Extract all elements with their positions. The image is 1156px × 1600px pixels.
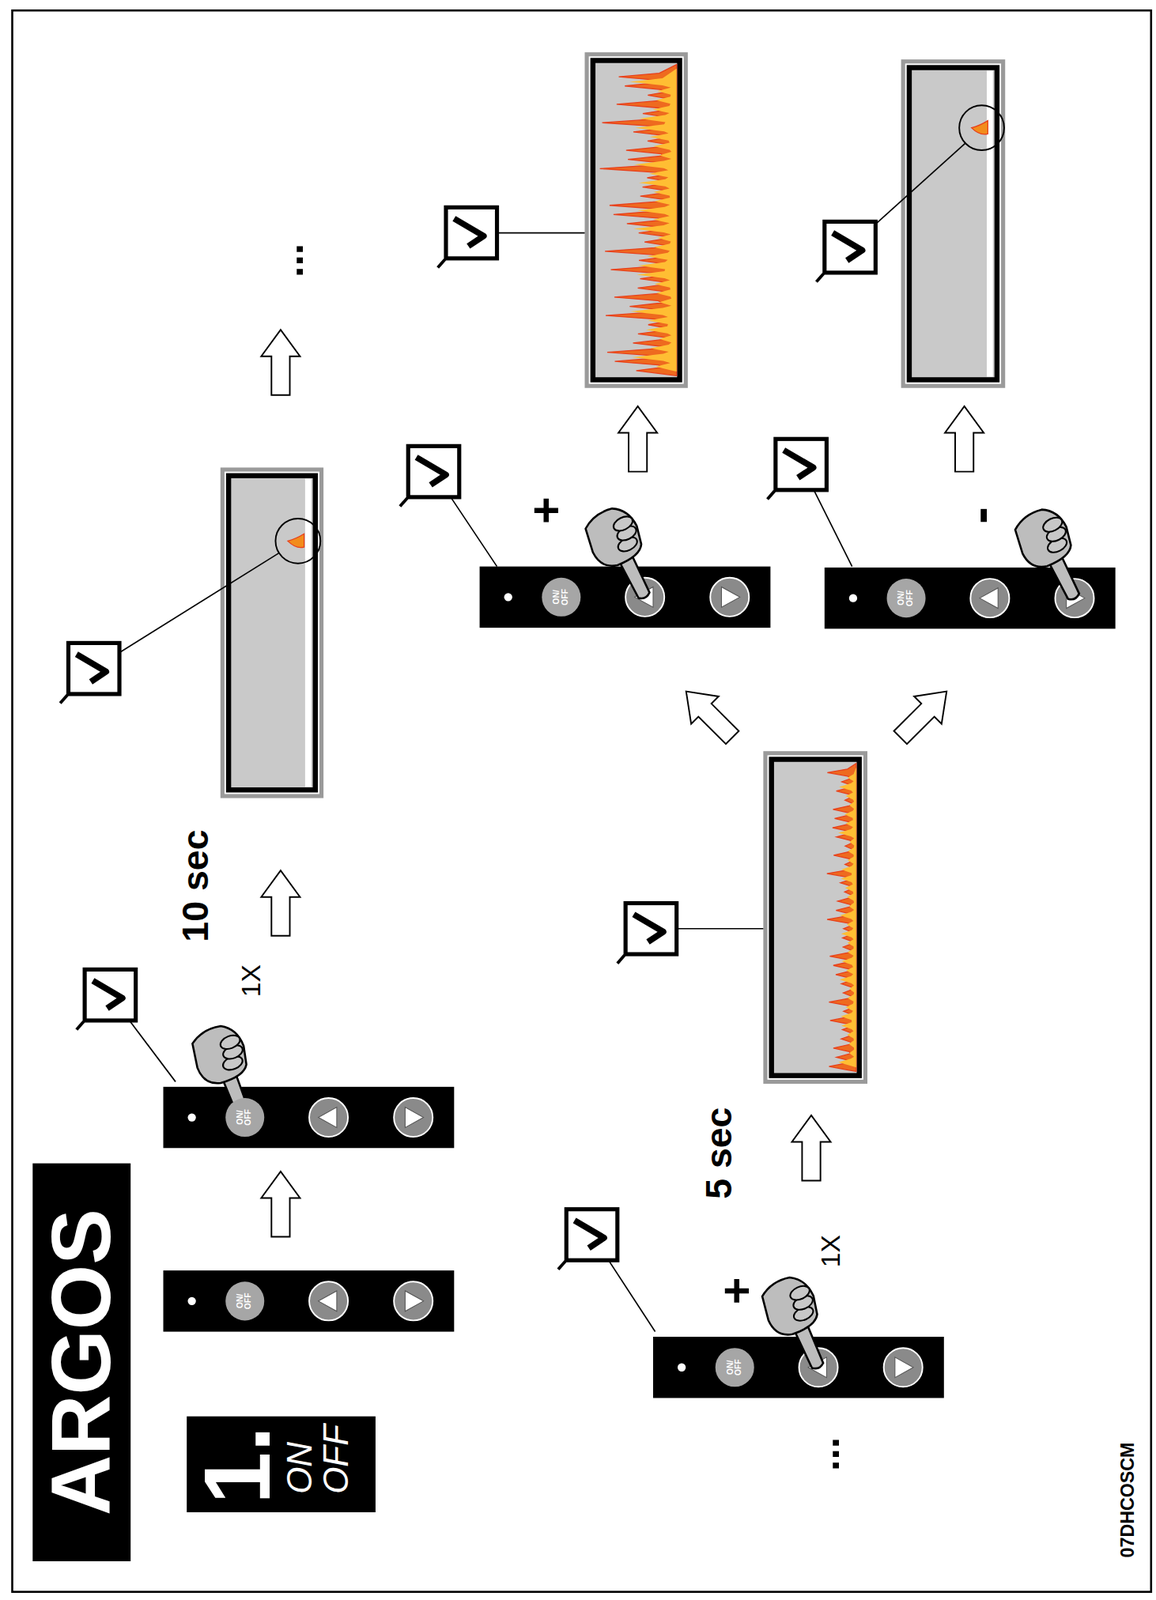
- time-label: 10 sec: [177, 830, 215, 943]
- continuation-dots: ...: [804, 1437, 846, 1472]
- flow-arrow: [260, 329, 300, 396]
- page-border: [11, 10, 1151, 1592]
- flow-arrow: [260, 870, 300, 937]
- check-symbol: [617, 903, 764, 964]
- on-off-button: ON/ OFF: [541, 578, 581, 617]
- fire-display: [586, 54, 686, 386]
- title: ARGOS: [39, 1208, 124, 1516]
- time-label: 5 sec: [701, 1107, 738, 1200]
- node-text: ON/ OFF: [553, 589, 571, 606]
- press-count: 1X: [238, 964, 265, 998]
- node-text: 1.: [192, 1426, 283, 1505]
- node-text: ON/ OFF: [236, 1109, 254, 1126]
- control-panel: [162, 1270, 454, 1332]
- flow-arrow: [260, 1171, 300, 1238]
- control-panel: [479, 566, 771, 628]
- check-symbol: [60, 553, 279, 704]
- flow-arrow: [944, 406, 984, 473]
- node-text: ON/ OFF: [236, 1293, 254, 1311]
- continuation-dots: ...: [268, 243, 310, 278]
- fire-display: [902, 61, 1005, 386]
- check-symbol: [767, 438, 853, 567]
- control-panel: [162, 1087, 454, 1149]
- step-badge: 1.ON OFF: [186, 1416, 376, 1513]
- fire-display: [765, 753, 866, 1083]
- check-symbol: [816, 143, 965, 283]
- flow-arrow: [672, 677, 746, 752]
- plus-sign: +: [713, 1277, 760, 1306]
- on-off-button: ON/ OFF: [715, 1348, 755, 1387]
- fire-display: [222, 469, 322, 797]
- pressing-hand: [1008, 502, 1097, 611]
- node-text: ON/ OFF: [726, 1359, 744, 1376]
- check-symbol: [76, 969, 176, 1082]
- flow-arrow: [618, 406, 658, 473]
- check-symbol: [438, 207, 586, 268]
- control-panel: [653, 1337, 945, 1398]
- on-off-button: ON/ OFF: [225, 1281, 265, 1321]
- minus-sign: -: [954, 506, 1006, 524]
- document-code: 07DHCOSCM: [1118, 1443, 1137, 1559]
- title-band: ARGOS: [32, 1163, 131, 1562]
- check-symbol: [558, 1209, 656, 1333]
- flow-arrow: [792, 1115, 832, 1182]
- on-off-button: ON/ OFF: [887, 578, 926, 618]
- flow-arrow: [886, 677, 960, 752]
- node-subtext: ON OFF: [282, 1424, 356, 1505]
- node-text: ON/ OFF: [898, 589, 915, 607]
- on-off-button: ON/ OFF: [225, 1098, 265, 1138]
- pressing-hand: [755, 1270, 842, 1379]
- plus-sign: +: [522, 496, 570, 525]
- pressing-hand: [578, 501, 668, 610]
- press-count: 1X: [817, 1235, 845, 1268]
- check-symbol: [400, 445, 498, 567]
